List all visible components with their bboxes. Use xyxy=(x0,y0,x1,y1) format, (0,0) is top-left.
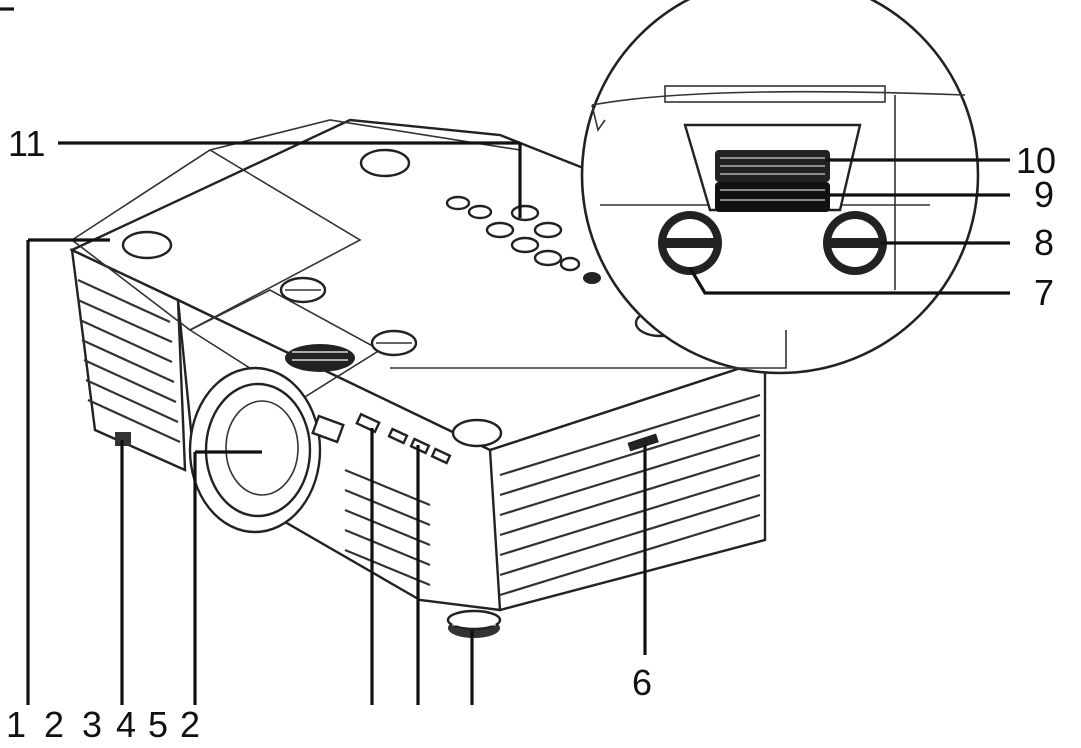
security-slot xyxy=(627,433,659,452)
bottom-label-2b: 2 xyxy=(180,704,200,743)
status-leds xyxy=(355,412,452,465)
bottom-label-5: 5 xyxy=(148,704,168,743)
bottom-label-3: 3 xyxy=(82,704,102,743)
lens xyxy=(188,366,322,534)
lamp-cover xyxy=(70,149,362,331)
right-vents xyxy=(499,393,761,597)
front-vents xyxy=(344,468,431,587)
foot-left xyxy=(115,432,131,446)
callout-11: 11 xyxy=(8,123,45,164)
detail-inset xyxy=(580,0,980,375)
control-keypad xyxy=(445,195,601,284)
callout-10: 10 xyxy=(1016,140,1056,181)
bottom-label-2: 2 xyxy=(44,704,64,743)
inset-focus-ring xyxy=(715,182,830,212)
inset-connector xyxy=(390,330,787,369)
top-pad-1 xyxy=(121,230,173,260)
ir-sensor xyxy=(311,414,345,444)
zoom-ring xyxy=(285,344,355,372)
callout-8: 8 xyxy=(1034,222,1054,263)
callout-6: 6 xyxy=(632,662,652,703)
top-pad-2 xyxy=(359,148,411,178)
callout-9: 9 xyxy=(1034,174,1054,215)
left-vents xyxy=(77,278,181,444)
leader-lines xyxy=(26,141,1010,705)
bottom-label-4: 4 xyxy=(116,704,136,743)
callout-7: 7 xyxy=(1034,272,1054,313)
bottom-label-1: 1 xyxy=(6,704,26,743)
foot-front xyxy=(446,609,502,638)
top-pad-4 xyxy=(451,418,503,448)
